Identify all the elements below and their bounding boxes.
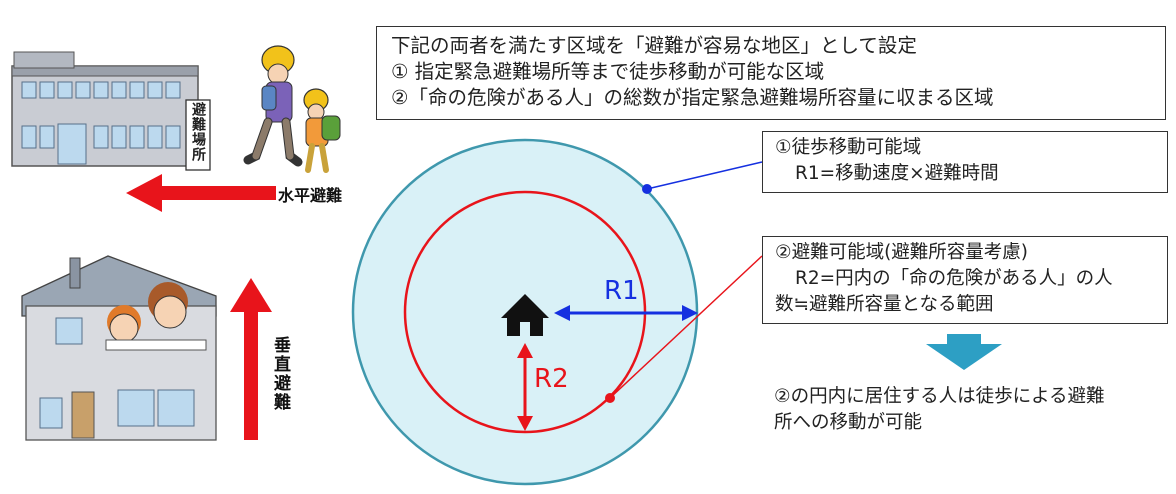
r2-arrow	[517, 343, 533, 431]
home-icon	[501, 294, 549, 336]
definition-line-3: ②「命の危険がある人」の総数が指定緊急避難場所容量に収まる区域	[391, 86, 994, 109]
box2-leader-line	[609, 255, 763, 399]
box2-leader-dot	[605, 393, 615, 403]
definition-box: 下記の両者を満たす区域を「避難が容易な地区」として設定 ① 指定緊急避難場所等ま…	[376, 26, 1166, 120]
conclusion-line-1: ②の円内に居住する人は徒歩による避難	[774, 386, 1105, 407]
walking-evacuees-icon	[243, 45, 341, 173]
evacuation-range-line-2: R2=円内の「命の危険がある人」の人	[795, 268, 1113, 289]
vertical-evacuation-arrow	[230, 278, 272, 440]
shelter-building-icon	[11, 51, 211, 171]
r2-label: R2	[534, 364, 569, 394]
r1-arrow	[554, 305, 698, 321]
r1-label: R1	[604, 276, 639, 306]
result-down-arrow	[926, 334, 1002, 370]
evacuation-range-line-3: 数≒避難所容量となる範囲	[775, 294, 994, 315]
evacuation-range-box: ②避難可能域(避難所容量考慮) R2=円内の「命の危険がある人」の人 数≒避難所…	[762, 236, 1168, 324]
walking-range-box: ①徒歩移動可能域 R1=移動速度×避難時間	[762, 131, 1168, 193]
conclusion-line-2: 所への移動が可能	[774, 412, 923, 433]
walking-range-formula: R1=移動速度×避難時間	[795, 163, 999, 184]
box1-leader-dot	[642, 184, 652, 194]
shelter-sign-label: 避難場所	[190, 102, 206, 162]
definition-line-1: 下記の両者を満たす区域を「避難が容易な地区」として設定	[391, 34, 917, 57]
evacuation-range-title: ②避難可能域(避難所容量考慮)	[775, 242, 1029, 263]
conclusion-text: ②の円内に居住する人は徒歩による避難 所への移動が可能	[774, 384, 1105, 436]
house-icon	[21, 255, 217, 441]
vertical-evacuation-label: 垂直避難	[270, 336, 290, 412]
walking-range-title: ①徒歩移動可能域	[775, 137, 922, 158]
definition-line-2: ① 指定緊急避難場所等まで徒歩移動が可能な区域	[391, 60, 825, 83]
box1-leader-line	[646, 161, 763, 190]
horizontal-evacuation-arrow	[126, 174, 276, 212]
horizontal-evacuation-label: 水平避難	[278, 186, 343, 205]
